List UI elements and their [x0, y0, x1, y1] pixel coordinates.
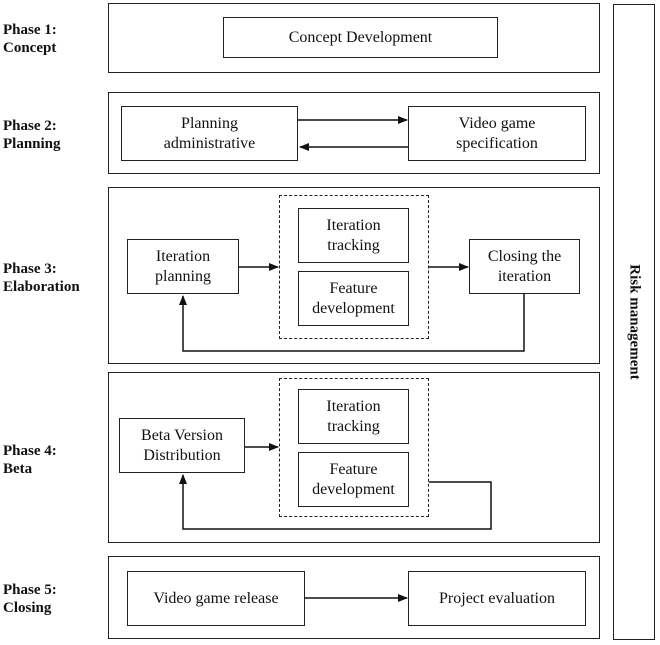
- arrow-beta-loop-back: [179, 474, 492, 530]
- arrow-closing-loop-back: [179, 294, 525, 352]
- risk-management-bar: Risk management: [613, 4, 655, 640]
- phase-3-label: Phase 3:Elaboration: [3, 261, 80, 295]
- phase-3-panel: [108, 187, 600, 364]
- phase-4-label: Phase 4:Beta: [3, 443, 57, 477]
- phase-2-panel: [108, 92, 600, 174]
- phase-1-label: Phase 1:Concept: [3, 22, 57, 56]
- phase-1-panel: [108, 3, 600, 73]
- project-evaluation-box: Project evaluation: [408, 571, 586, 626]
- phase-5-label: Phase 5:Closing: [3, 582, 57, 616]
- concept-development-box: Concept Development: [223, 17, 498, 58]
- iteration-group-dashed: [279, 195, 429, 339]
- phase-5-panel: [108, 556, 600, 639]
- beta-iteration-group-dashed: [279, 378, 429, 517]
- video-game-release-box: Video game release: [127, 571, 305, 626]
- phase-2-label: Phase 2:Planning: [3, 118, 61, 152]
- phase-4-panel: [108, 372, 600, 543]
